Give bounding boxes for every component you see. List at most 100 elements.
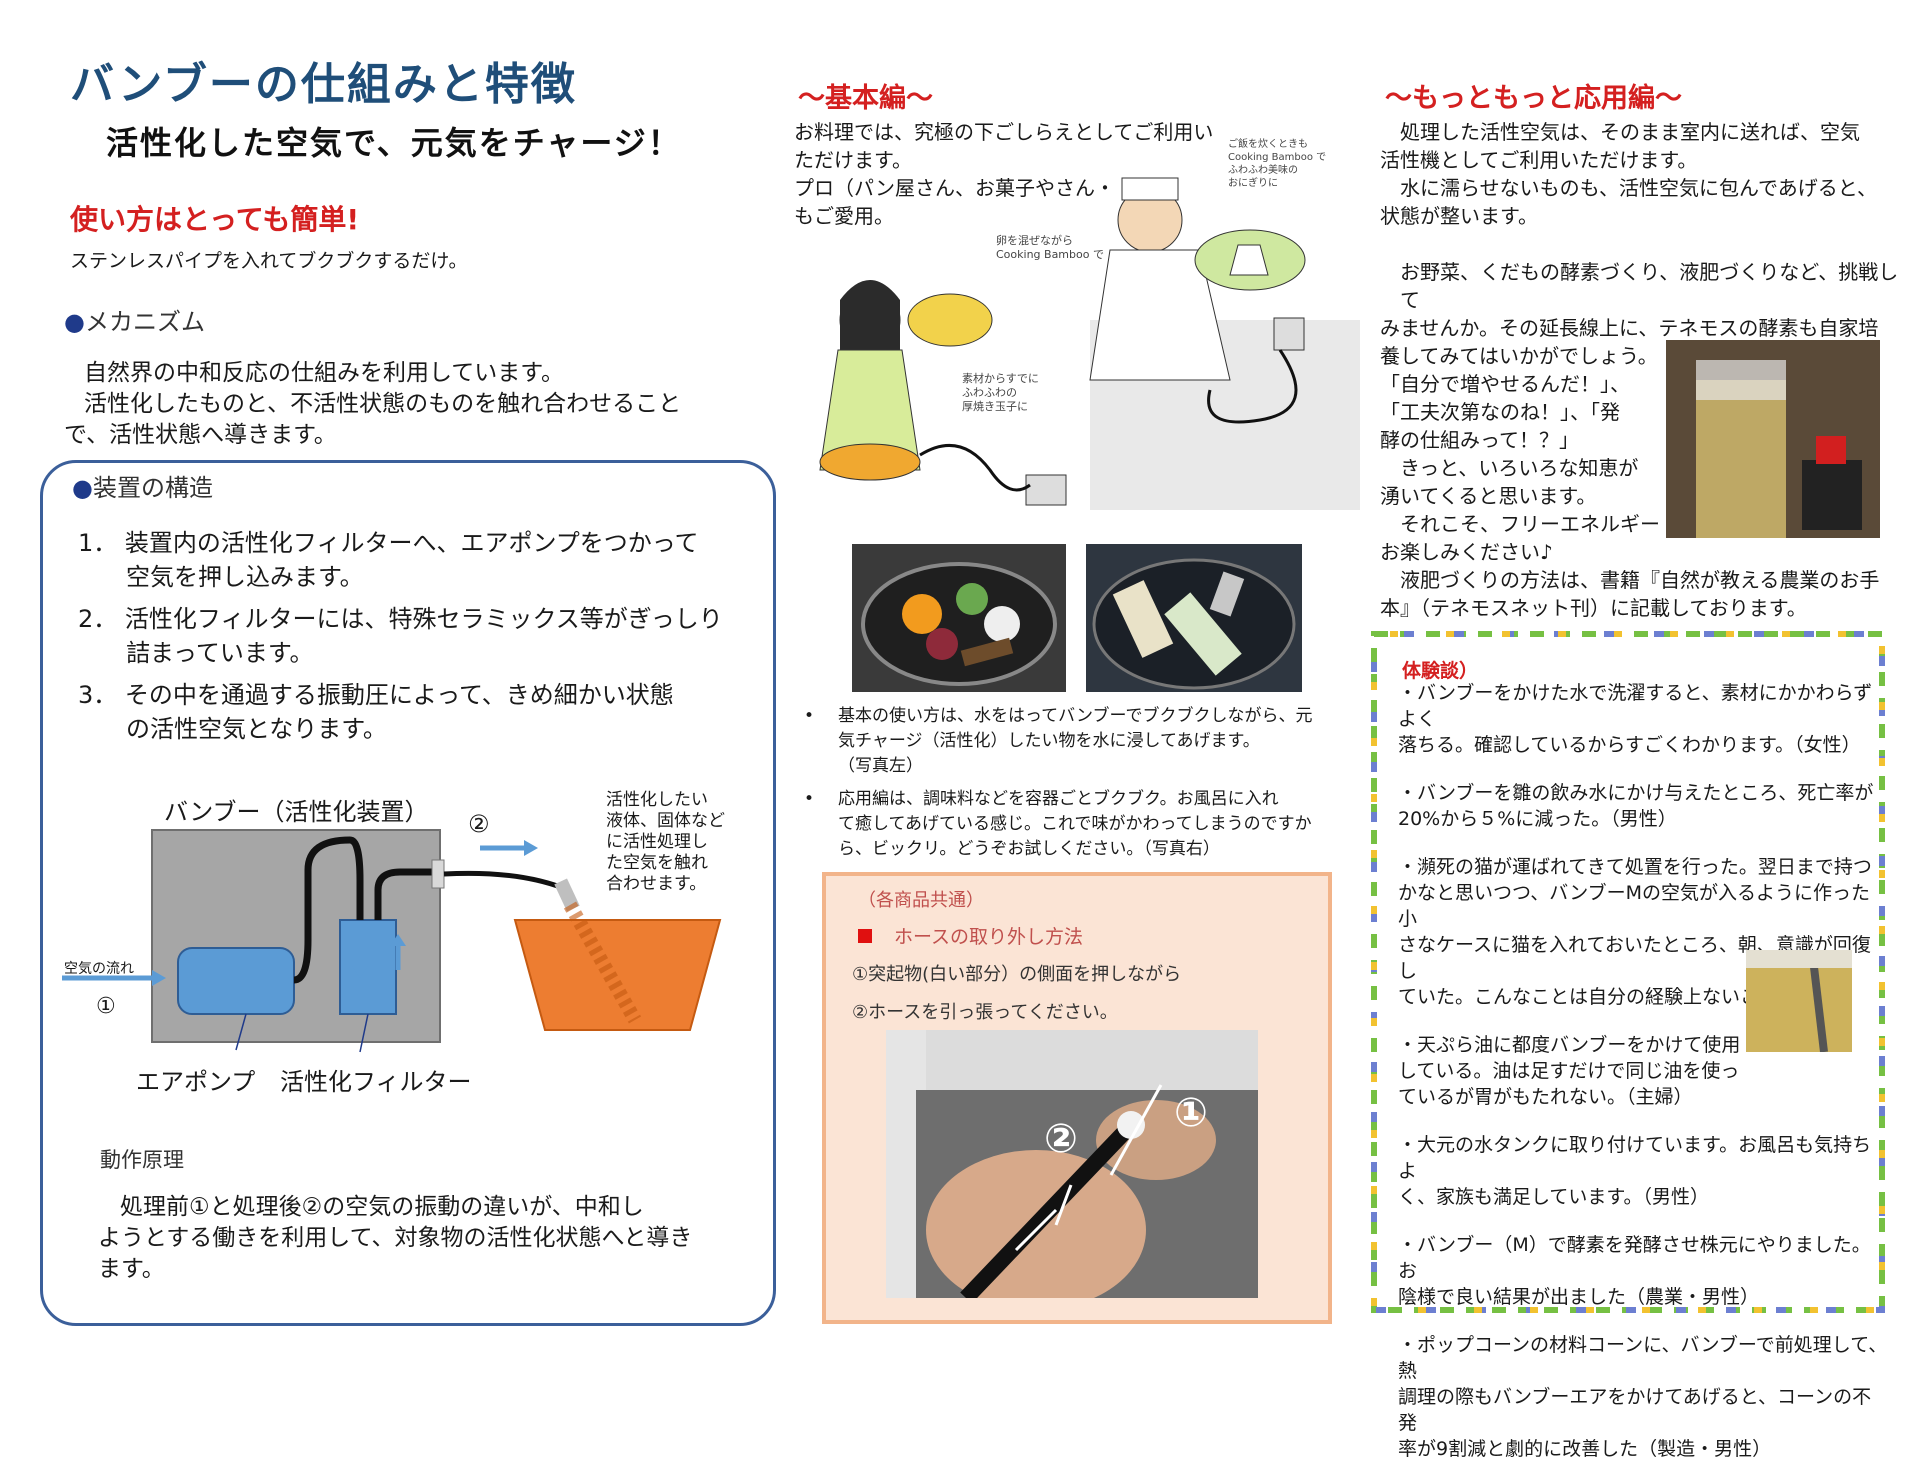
- illus-caption-line: 素材からすでに: [962, 372, 1039, 385]
- vegetables-photo: [852, 544, 1066, 692]
- bullet-dot-icon: ●: [64, 308, 85, 336]
- illus-caption-3: ご飯を炊くときも Cooking Bamboo で ふわふわ美味の おにぎりに: [1228, 138, 1326, 190]
- experience-heading: 体験談）: [1402, 660, 1479, 682]
- step-number: 2．: [78, 605, 118, 633]
- para-line: 「工夫次第なのね！」、「発: [1380, 400, 1620, 424]
- immersed-pipe: [563, 901, 642, 1024]
- mechanism-heading-text: メカニズム: [84, 308, 205, 336]
- common-label: （各商品共通）: [858, 890, 984, 911]
- side-note: 活性化したい 液体、固体など に活性処理し た空気を触れ 合わせます。: [606, 790, 725, 895]
- bullet-line: て癒してあげている感じ。これで味がかわってしまうのですか: [838, 814, 1312, 834]
- girl-apron: [819, 349, 921, 471]
- hose-step-2: ②ホースを引っ張ってください。: [852, 1002, 1118, 1023]
- inner-tube: [293, 836, 364, 984]
- device-small: [1273, 317, 1305, 351]
- outlet-tube: [374, 868, 438, 920]
- illus-caption-line: ふわふわの: [962, 386, 1017, 399]
- illus-caption-line: おにぎりに: [1228, 178, 1278, 189]
- exp-line: ・バンブーをかけた水で洗濯すると、素材にかかわらずよく: [1398, 682, 1873, 730]
- para-line: 本』（テネモスネット刊）に記載しております。: [1380, 596, 1807, 620]
- exp-line: ているが胃がもたれない。（主婦）: [1398, 1086, 1693, 1108]
- hose: [443, 870, 569, 893]
- side-note-line: た空気を触れ: [606, 853, 708, 873]
- principle-line: ます。: [98, 1256, 165, 1282]
- step-text: の活性空気となります。: [126, 715, 387, 743]
- bullet-dot-icon: •: [804, 789, 815, 809]
- structure-box: [40, 460, 776, 1326]
- para-line: 活性機としてご利用いただけます。: [1380, 148, 1698, 172]
- basic-title: ～基本編～: [798, 83, 933, 114]
- list-item: • 基本の使い方は、水をはってバンブーでブクブクしながら、元 気チャージ（活性化…: [804, 704, 1324, 779]
- tempura-oil-photo: [1746, 950, 1852, 1052]
- circle-2-label: ②: [468, 810, 490, 838]
- side-note-line: 活性化したい: [606, 790, 708, 810]
- step-number: 3．: [78, 681, 118, 709]
- mechanism-line: 活性化したものと、不活性状態のものを触れ合わせること: [84, 391, 682, 417]
- page-title: バンブーの仕組みと特徴: [70, 59, 577, 110]
- hose-step-1: ①突起物(白い部分）の側面を押しながら: [852, 964, 1182, 985]
- illus-caption-2: 素材からすでに ふわふわの 厚焼き玉子に: [962, 372, 1039, 414]
- exp-line: 陰様で良い結果が出ました（農業・男性）: [1398, 1286, 1760, 1308]
- structure-heading: ●装置の構造: [72, 468, 213, 503]
- exp-line: 率が9割減と劇的に改善した（製造・男性）: [1398, 1438, 1772, 1460]
- para-line: みませんか。その延長線上に、テネモスの酵素も自家培: [1380, 316, 1879, 340]
- intro-line: もご愛用。: [794, 204, 894, 228]
- para-line: きっと、いろいろな知恵が: [1400, 456, 1639, 480]
- step-number: 1．: [78, 529, 118, 557]
- illus-caption-line: Cooking Bamboo で: [996, 248, 1104, 261]
- exp-line: ・バンブーを雛の飲み水にかけ与えたところ、死亡率が: [1398, 782, 1874, 804]
- exp-line: ・バンブー（M）で酵素を発酵させ株元にやりました。お: [1398, 1234, 1871, 1282]
- bullet-line: 基本の使い方は、水をはってバンブーでブクブクしながら、元: [838, 706, 1313, 726]
- basic-bullets: • 基本の使い方は、水をはってバンブーでブクブクしながら、元 気チャージ（活性化…: [804, 704, 1324, 862]
- illus-caption-line: Cooking Bamboo で: [1228, 152, 1327, 163]
- side-note-line: に活性処理し: [606, 832, 708, 852]
- para-line: 処理した活性空気は、そのまま室内に送れば、空気: [1400, 120, 1860, 144]
- red-square-icon: [858, 929, 872, 943]
- exp-line: ・天ぷら油に都度バンブーをかけて使用: [1398, 1034, 1741, 1056]
- list-item: ・バンブー（M）で酵素を発酵させ株元にやりました。お 陰様で良い結果が出ました（…: [1398, 1232, 1888, 1310]
- page-subtitle: 活性化した空気で、元気をチャージ！: [106, 124, 682, 162]
- mechanism-line: で、活性状態へ導きます。: [64, 422, 337, 448]
- mechanism-line: 自然界の中和反応の仕組みを利用しています。: [84, 360, 565, 386]
- list-item: • 応用編は、調味料などを容器ごとブクブク。お風呂に入れ て癒してあげている感じ…: [804, 787, 1324, 862]
- experience-list: ・バンブーをかけた水で洗濯すると、素材にかかわらずよく 落ちる。確認しているから…: [1398, 680, 1888, 1462]
- bullet-dot-icon: •: [804, 706, 815, 726]
- para-line: 養してみてはいかがでしょう。: [1380, 344, 1658, 368]
- mechanism-text: 自然界の中和反応の仕組みを利用しています。 活性化したものと、不活性状態のものを…: [64, 358, 764, 451]
- jar-photo: [1666, 340, 1880, 538]
- exp-line: 落ちる。確認しているからすごくわかります。（女性）: [1398, 734, 1861, 756]
- air-pump: [177, 947, 295, 1015]
- activation-filter: [339, 919, 397, 1015]
- intro-line: プロ（パン屋さん、お菓子やさん・・）: [794, 176, 1155, 200]
- exp-line: 調理の際もバンブーエアをかけてあげると、コーンの不発: [1398, 1386, 1872, 1434]
- list-item: ・バンブーをかけた水で洗濯すると、素材にかかわらずよく 落ちる。確認しているから…: [1398, 680, 1888, 758]
- side-note-line: 液体、固体など: [606, 811, 725, 831]
- photo-mark-2: ②: [1044, 1116, 1078, 1162]
- exp-line: ・瀕死の猫が運ばれてきて処置を行った。翌日まで持つ: [1398, 856, 1872, 878]
- para-line: それこそ、フリーエネルギー: [1400, 512, 1660, 536]
- basic-intro: お料理では、究極の下ごしらえとしてご利用い ただけます。 プロ（パン屋さん、お菓…: [794, 118, 1214, 230]
- omelette-plate: [907, 293, 993, 347]
- device-diagram: [62, 829, 722, 1053]
- list-item: ・大元の水タンクに取り付けています。お風呂も気持ちよ く、家族も満足しています。…: [1398, 1132, 1888, 1210]
- outlet-connector: [431, 859, 445, 889]
- mixing-bowl: [819, 443, 921, 481]
- side-note-line: 合わせます。: [606, 874, 707, 894]
- exp-line: ・大元の水タンクに取り付けています。お風呂も気持ちよ: [1398, 1134, 1872, 1182]
- para-line: 水に濡らせないものも、活性空気に包んであげると、: [1400, 176, 1877, 200]
- bullet-dot-icon: ●: [72, 474, 93, 502]
- list-item: ・バンブーを雛の飲み水にかけ与えたところ、死亡率が 20%から５%に減った。（男…: [1398, 780, 1888, 832]
- bottles-photo: [1086, 544, 1302, 692]
- advanced-title: ～もっともっと応用編～: [1385, 83, 1682, 114]
- structure-steps: 1． 装置内の活性化フィルターへ、エアポンプをつかって 空気を押し込みます。 2…: [78, 526, 758, 746]
- step-text: 活性化フィルターには、特殊セラミックス等がぎっしり: [124, 605, 723, 633]
- testimonial-border: [1371, 631, 1885, 1313]
- illus-caption-line: 厚焼き玉子に: [962, 400, 1028, 413]
- list-item: ・ポップコーンの材料コーンに、バンブーで前処理して、熱 調理の際もバンブーエアを…: [1398, 1332, 1888, 1462]
- para-line: 湧いてくると思います。: [1380, 484, 1597, 508]
- advanced-para-1: 処理した活性空気は、そのまま室内に送れば、空気 活性機としてご利用いただけます。…: [1380, 118, 1900, 230]
- bullet-line: 気チャージ（活性化）したい物を水に浸してあげます。: [838, 731, 1260, 751]
- device-label: バンブー（活性化装置）: [164, 798, 429, 826]
- step-text: 装置内の活性化フィルターへ、エアポンプをつかって: [124, 529, 699, 557]
- exp-line: している。油は足すだけで同じ油を使っ: [1398, 1060, 1740, 1082]
